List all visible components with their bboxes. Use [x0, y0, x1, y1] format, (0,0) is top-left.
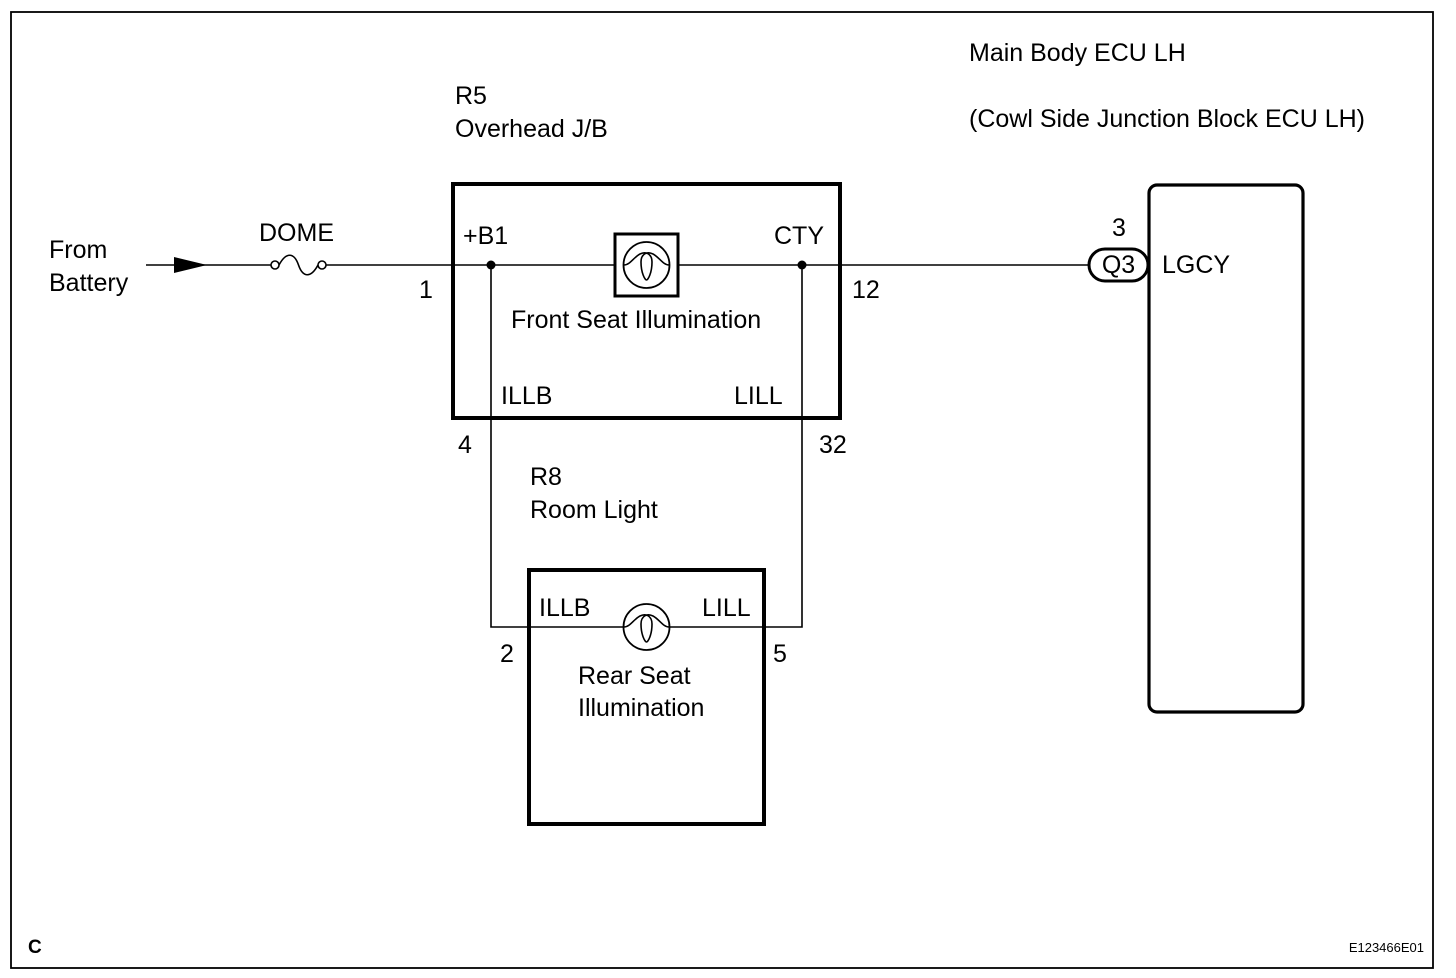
room-light-code: R8	[530, 463, 562, 491]
rear-lamp-label-line2: Illumination	[578, 694, 704, 722]
ecu-connector-label: Q3	[1102, 251, 1135, 279]
rear-lamp-label-line1: Rear Seat	[578, 662, 691, 690]
room-light-pin-lill: 5	[773, 640, 787, 668]
overhead-jb-box	[451, 182, 842, 420]
overhead-jb-pin-lill: 32	[819, 431, 847, 459]
fuse-icon	[270, 254, 327, 276]
ecu-subtitle: (Cowl Side Junction Block ECU LH)	[969, 105, 1365, 133]
room-light-term-illb: ILLB	[539, 594, 590, 622]
fuse-label: DOME	[259, 219, 334, 247]
front-lamp-label: Front Seat Illumination	[511, 306, 761, 334]
room-light-term-lill: LILL	[702, 594, 751, 622]
overhead-jb-term-illb: ILLB	[501, 382, 552, 410]
wire-illb	[490, 265, 529, 628]
room-light-pin-illb: 2	[500, 640, 514, 668]
overhead-jb-pin-b1: 1	[419, 276, 433, 304]
front-lamp-icon	[613, 232, 680, 298]
source-label-line1: From	[49, 236, 107, 264]
ecu-pin-number: 3	[1112, 214, 1126, 242]
wire-lill	[764, 265, 803, 628]
room-light-name: Room Light	[530, 496, 658, 524]
overhead-jb-code: R5	[455, 82, 487, 110]
ecu-connector-pill	[1087, 247, 1150, 283]
overhead-jb-name: Overhead J/B	[455, 115, 608, 143]
room-light-box	[527, 568, 766, 826]
overhead-jb-pin-illb: 4	[458, 431, 472, 459]
diagram-frame	[10, 11, 1434, 969]
overhead-jb-term-cty: CTY	[774, 222, 824, 250]
ecu-box	[1147, 183, 1305, 714]
overhead-jb-term-b1: +B1	[463, 222, 508, 250]
feed-arrow-icon	[174, 257, 207, 273]
overhead-jb-term-lill: LILL	[734, 382, 783, 410]
source-label-line2: Battery	[49, 269, 129, 297]
ecu-terminal-label: LGCY	[1162, 251, 1230, 279]
overhead-jb-pin-cty: 12	[852, 276, 880, 304]
figure-id: E123466E01	[1349, 940, 1424, 955]
ecu-title: Main Body ECU LH	[969, 39, 1186, 67]
corner-letter: C	[28, 937, 42, 958]
rear-lamp-icon	[622, 603, 671, 651]
